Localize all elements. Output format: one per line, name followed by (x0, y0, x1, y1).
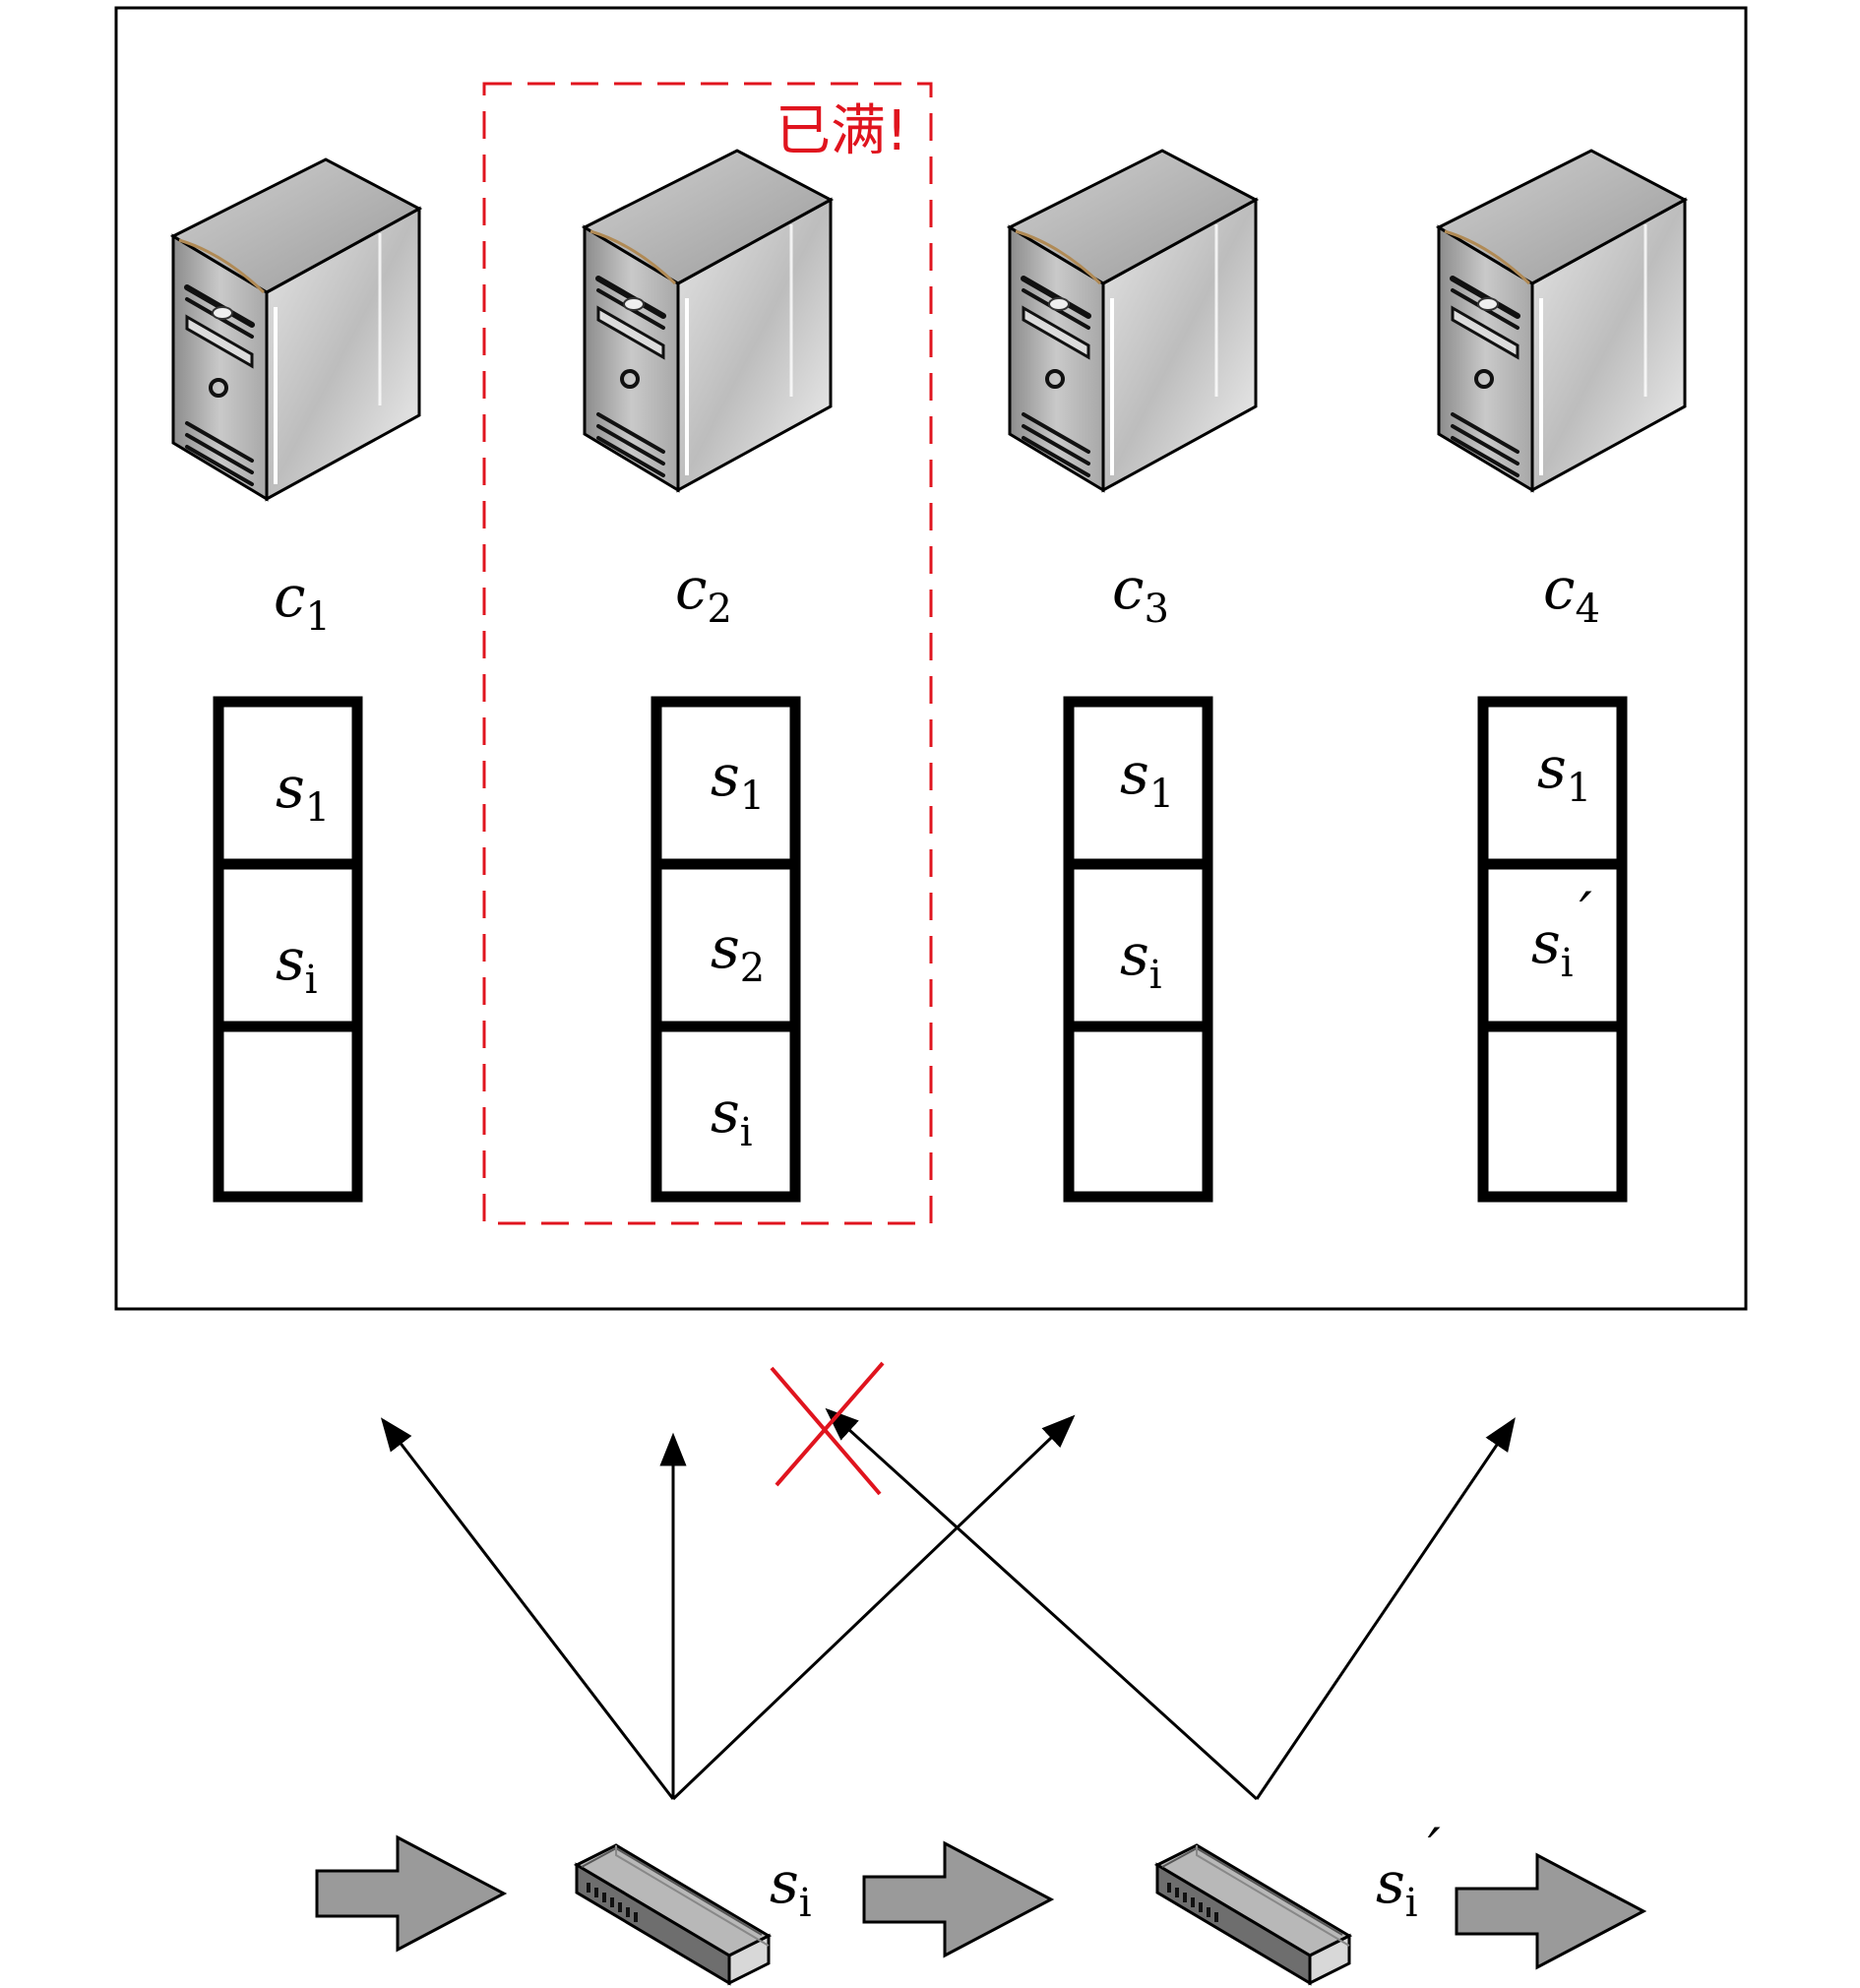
arrow-to-c4 (1255, 1417, 1516, 1800)
server-tower-icon (1439, 151, 1685, 490)
network-switch-icon (1155, 1843, 1351, 1985)
arrow-to-c3 (671, 1414, 1076, 1801)
slot-label: si (276, 926, 318, 1003)
full-server-marker (482, 82, 933, 1225)
arrow-to-c2-blocked (825, 1407, 1259, 1801)
slot-label: si (1120, 921, 1162, 998)
slot (651, 696, 801, 870)
server-tower-icon (1010, 151, 1256, 490)
switch-label: si′ (1376, 1816, 1441, 1926)
slot (1477, 1021, 1628, 1203)
slot (651, 1021, 801, 1203)
full-label: 已满! (775, 99, 907, 163)
slot-label: si′ (1531, 880, 1592, 986)
arrow-to-c1 (380, 1417, 675, 1800)
slot-stack (213, 696, 363, 1203)
server-label: c2 (675, 555, 732, 632)
switch-label: si (770, 1849, 812, 1926)
data-center-frame (114, 6, 1748, 1311)
slot-label: s1 (1537, 734, 1591, 811)
server-label: c4 (1543, 555, 1600, 632)
slot (651, 858, 801, 1032)
slot (1477, 858, 1628, 1032)
slot-label: s1 (711, 742, 765, 819)
server-label: c3 (1112, 555, 1169, 632)
placement-arrows (380, 1407, 1516, 1801)
server-tower-icon (173, 159, 419, 499)
flow-arrow-icon (1455, 1853, 1645, 1969)
flow-arrow-icon (315, 1835, 506, 1952)
slot-label: s1 (276, 754, 330, 831)
slot (1063, 1021, 1213, 1203)
slot-stack (1063, 696, 1213, 1203)
slot (213, 858, 363, 1032)
red-cross-icon (770, 1361, 885, 1496)
slot-label: s1 (1120, 740, 1174, 817)
slot-stack (651, 696, 801, 1203)
server-label: c1 (274, 563, 331, 640)
server-tower-icon (585, 151, 831, 490)
flow-arrow-icon (862, 1841, 1053, 1957)
slot-stack (1477, 696, 1628, 1203)
slot-label: s2 (711, 914, 765, 991)
slot (1477, 696, 1628, 870)
network-switch-icon (575, 1843, 771, 1985)
slot (213, 696, 363, 870)
slot-label: si (711, 1079, 753, 1155)
slot (213, 1021, 363, 1203)
